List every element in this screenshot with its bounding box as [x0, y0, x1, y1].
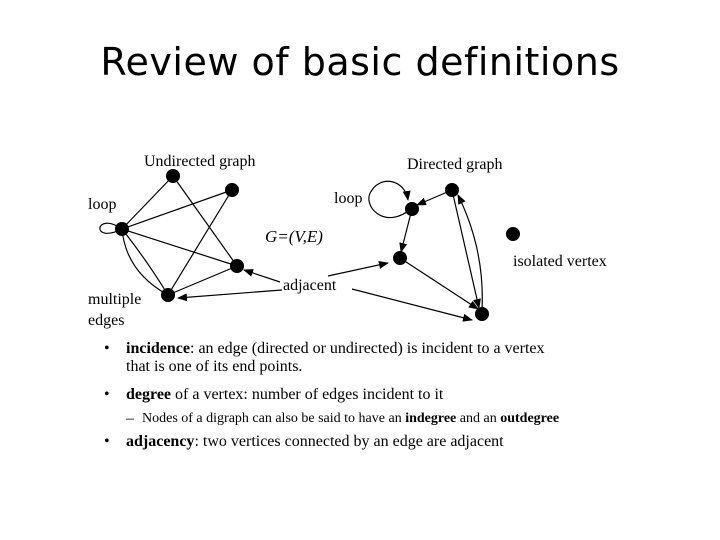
- vertex: [225, 183, 239, 197]
- sub-text: Nodes of a digraph can also be said to h…: [142, 411, 406, 426]
- vertex: [166, 169, 180, 183]
- directed-edge: [451, 189, 481, 309]
- isolated-vertex: [506, 227, 520, 241]
- adjacent-arrow: [177, 289, 283, 302]
- isolated-vertex-label: isolated vertex: [513, 253, 607, 270]
- vertex: [161, 288, 175, 302]
- adjacent-arrow: [243, 269, 281, 283]
- term-indegree: indegree: [405, 411, 457, 426]
- edge: [121, 228, 238, 267]
- vertex: [393, 251, 407, 265]
- term-incidence: incidence: [126, 340, 190, 357]
- annotation-arrows: [177, 260, 473, 322]
- directed-edges: [368, 180, 483, 311]
- vertex: [475, 307, 489, 321]
- sub-text-mid: and an: [456, 411, 501, 426]
- multiple-label: multiple: [88, 291, 141, 308]
- undirected-edges: [99, 175, 238, 296]
- term-outdegree: outdegree: [500, 411, 560, 426]
- bullet-dot: •: [104, 340, 110, 357]
- bullet-dot: •: [104, 386, 110, 403]
- directed-vertices: [393, 183, 520, 321]
- edge: [121, 175, 174, 230]
- loop-label-left: loop: [88, 196, 116, 213]
- directed-graph-label: Directed graph: [407, 156, 503, 173]
- multiple-edge: [121, 228, 169, 296]
- edge: [172, 175, 238, 267]
- bullet-dot: •: [104, 433, 110, 450]
- loop-label-right: loop: [334, 190, 362, 207]
- adjacent-arrow: [351, 288, 473, 322]
- adjacent-arrow: [327, 260, 389, 277]
- vertex: [230, 259, 244, 273]
- vertex: [115, 222, 129, 236]
- edge: [167, 189, 233, 296]
- term-degree: degree: [126, 386, 172, 403]
- definition-text: of a vertex: number of edges incident to…: [171, 386, 444, 403]
- edges-label: edges: [88, 312, 124, 329]
- multiple-edge: [121, 228, 169, 296]
- definition-text-line2: that is one of its end points.: [126, 358, 303, 375]
- loop-edge: [99, 222, 123, 234]
- term-adjacency: adjacency: [126, 433, 195, 450]
- directed-edge: [457, 194, 483, 311]
- definition-text: : an edge (directed or undirected) is in…: [190, 340, 545, 357]
- formula-label: G=(V,E): [265, 227, 323, 246]
- adjacent-label: adjacent: [283, 277, 337, 294]
- edge: [121, 189, 233, 230]
- edge: [167, 265, 238, 296]
- loop-edge: [368, 180, 413, 219]
- slide-title: Review of basic definitions: [100, 40, 620, 84]
- vertex: [445, 183, 459, 197]
- definition-text: : two vertices connected by an edge are …: [194, 433, 504, 450]
- sub-bullet-dash: –: [126, 410, 134, 427]
- directed-edge: [399, 208, 413, 253]
- directed-edge: [399, 257, 479, 310]
- undirected-vertices: [115, 169, 244, 302]
- vertex: [405, 202, 419, 216]
- undirected-graph-label: Undirected graph: [144, 153, 256, 170]
